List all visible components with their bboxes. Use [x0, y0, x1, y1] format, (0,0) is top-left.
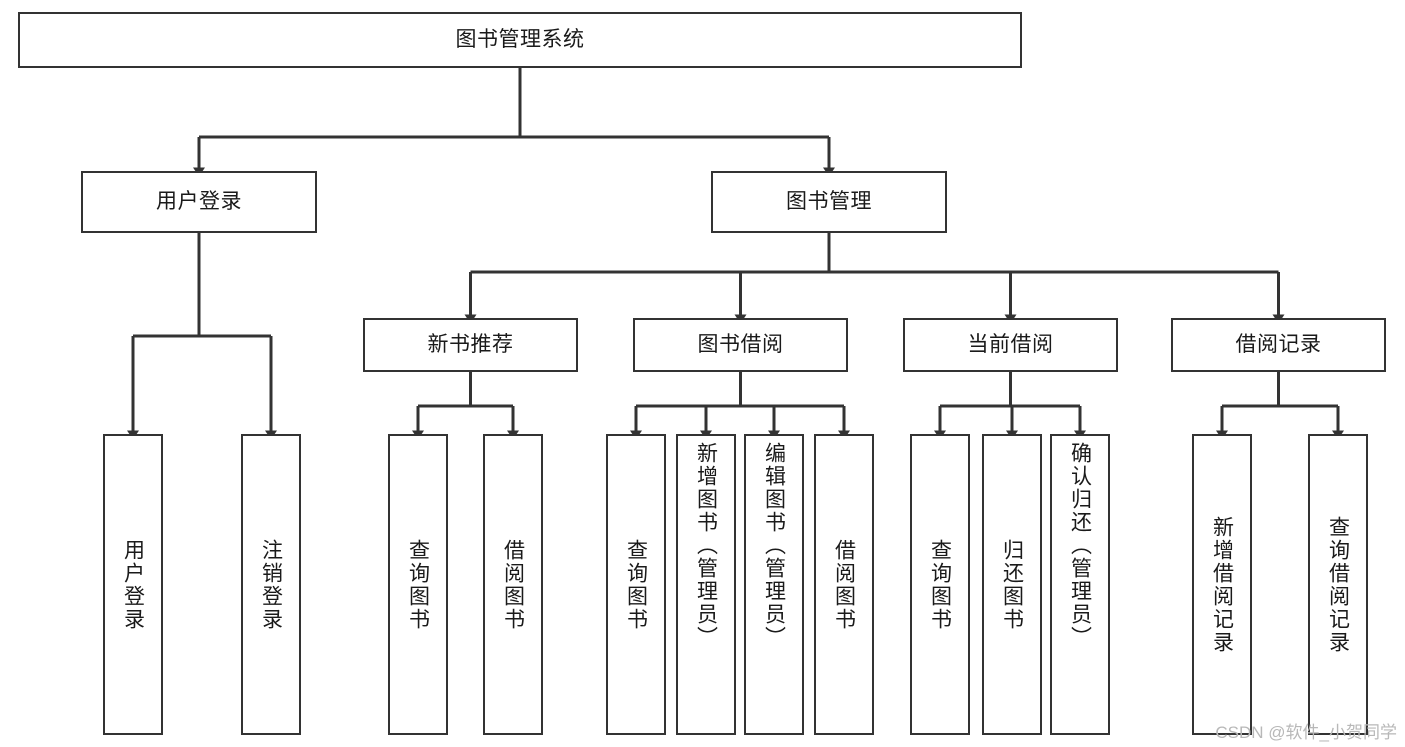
- node-leaf-query-book-1: 查询图书: [388, 434, 448, 735]
- node-leaf-return-book: 归还图书: [982, 434, 1042, 735]
- node-label: 归还图书: [1000, 538, 1024, 631]
- node-root: 图书管理系统: [18, 12, 1022, 68]
- node-leaf-confirm-return: 确认归还（管理员）: [1050, 434, 1110, 735]
- node-leaf-borrow-book-2: 借阅图书: [814, 434, 874, 735]
- node-leaf-logout: 注销登录: [241, 434, 301, 735]
- node-label: 查询借阅记录: [1326, 515, 1350, 654]
- node-label: 新增借阅记录: [1210, 515, 1234, 654]
- node-leaf-edit-book: 编辑图书（管理员）: [744, 434, 804, 735]
- node-leaf-add-book: 新增图书（管理员）: [676, 434, 736, 735]
- node-label: 图书管理系统: [455, 27, 585, 51]
- node-borrow-record: 借阅记录: [1171, 318, 1386, 372]
- node-label: 当前借阅: [967, 332, 1054, 356]
- node-label: 新书推荐: [427, 332, 514, 356]
- node-label: 查询图书: [928, 538, 952, 631]
- node-leaf-query-record: 查询借阅记录: [1308, 434, 1368, 735]
- node-leaf-user-login: 用户登录: [103, 434, 163, 735]
- node-leaf-add-record: 新增借阅记录: [1192, 434, 1252, 735]
- node-leaf-query-book-2: 查询图书: [606, 434, 666, 735]
- node-label: 用户登录: [121, 538, 145, 631]
- node-new-book-rec: 新书推荐: [363, 318, 578, 372]
- node-label: 查询图书: [406, 538, 430, 631]
- node-label: 借阅图书: [832, 538, 856, 631]
- node-label: 编辑图书（管理员）: [762, 442, 786, 649]
- node-leaf-query-book-3: 查询图书: [910, 434, 970, 735]
- node-label: 图书管理: [786, 189, 872, 213]
- node-label: 注销登录: [259, 538, 283, 631]
- node-label: 借阅图书: [501, 538, 525, 631]
- node-label: 确认归还（管理员）: [1068, 442, 1092, 649]
- node-label: 图书借阅: [697, 332, 784, 356]
- node-leaf-borrow-book-1: 借阅图书: [483, 434, 543, 735]
- node-user-login: 用户登录: [81, 171, 317, 233]
- node-book-borrow: 图书借阅: [633, 318, 848, 372]
- node-label: 借阅记录: [1235, 332, 1322, 356]
- node-label: 用户登录: [156, 189, 242, 213]
- watermark-text: CSDN @软件_小贺同学: [1215, 723, 1397, 742]
- node-label: 查询图书: [624, 538, 648, 631]
- node-label: 新增图书（管理员）: [694, 442, 718, 649]
- node-current-borrow: 当前借阅: [903, 318, 1118, 372]
- node-book-manage: 图书管理: [711, 171, 947, 233]
